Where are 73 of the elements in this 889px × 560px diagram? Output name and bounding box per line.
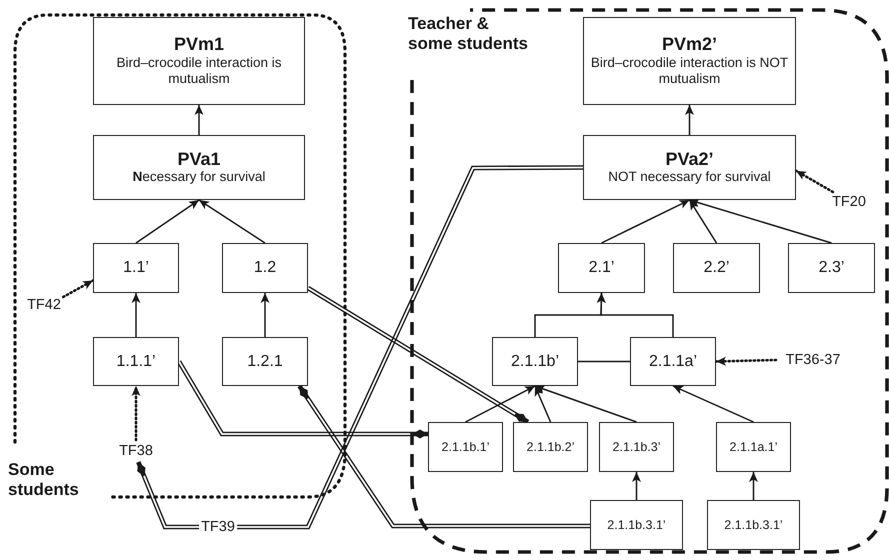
concept-box — [93, 17, 305, 105]
annotation-label: TF42 — [20, 295, 68, 315]
node-label: 1.2 — [254, 259, 276, 277]
arrow — [749, 472, 758, 500]
concept-box — [599, 422, 674, 472]
annotation-label: TF20 — [826, 192, 872, 212]
arrow — [688, 200, 718, 244]
double-line-connector — [306, 286, 530, 424]
node-label: 1.1’ — [123, 259, 149, 277]
node-label: 2.1.1b.3.1’ — [724, 518, 783, 532]
concept-box — [583, 135, 796, 200]
node-label: 2.1.1b.3.1’ — [607, 518, 666, 532]
node-label: 1.1.1’ — [116, 352, 156, 370]
arrow — [198, 199, 266, 244]
arrow — [465, 385, 536, 423]
concept-box — [558, 243, 645, 293]
node-label: 2.2’ — [704, 259, 730, 277]
concept-box — [513, 422, 588, 472]
concept-box — [93, 135, 305, 200]
node-label: 2.1.1b.3’ — [612, 440, 660, 454]
concept-box — [222, 243, 308, 293]
box-title: PVm2’ — [662, 34, 718, 55]
node-label: 2.1.1b.1’ — [442, 440, 490, 454]
concept-box — [707, 500, 800, 550]
connector-line — [578, 360, 630, 362]
node-label: 2.1.1b’ — [510, 352, 560, 370]
box-title: PVm1 — [174, 34, 224, 55]
concept-box — [630, 337, 716, 386]
annotation-label: TF36-37 — [776, 350, 850, 370]
arrow — [632, 472, 641, 500]
dotted-arrow — [714, 356, 778, 366]
node-label: 2.1.1a.1’ — [730, 440, 778, 454]
arrow — [596, 292, 674, 337]
node-label: 1.2.1 — [247, 352, 283, 370]
concept-box — [222, 337, 308, 386]
dotted-arrow — [794, 169, 834, 194]
arrow — [194, 105, 204, 135]
arrow — [601, 199, 690, 244]
node-label: 2.1.1a’ — [648, 352, 698, 370]
group-region — [8, 12, 346, 502]
arrow — [534, 385, 637, 423]
dotted-arrow — [62, 279, 94, 298]
arrow — [260, 293, 270, 337]
double-line-connector — [297, 384, 590, 528]
box-title: PVa2’ — [665, 150, 714, 170]
double-line-connector — [136, 165, 584, 530]
arrow — [689, 198, 832, 244]
box-title: PVa1 — [177, 150, 221, 170]
arrow — [685, 105, 694, 135]
node-label: 2.1’ — [588, 259, 614, 277]
concept-box — [716, 422, 791, 472]
concept-box — [583, 17, 796, 105]
arrow — [132, 293, 140, 337]
concept-box — [590, 500, 683, 550]
arrow — [534, 386, 552, 422]
box-description: NOT necessary for survival — [607, 169, 772, 186]
annotation-label: TF38 — [113, 440, 159, 462]
dotted-arrow — [132, 384, 140, 442]
arrow — [672, 385, 754, 423]
concept-box — [428, 422, 503, 472]
box-description: Bird–crocodile interaction is mutualism — [115, 54, 283, 88]
node-label: 2.3’ — [818, 259, 844, 277]
box-description: Bird–crocodile interaction is NOT mutualism — [590, 54, 790, 88]
concept-box — [93, 337, 179, 386]
concept-box — [492, 337, 578, 386]
group-region — [406, 8, 889, 554]
arrow — [136, 199, 200, 244]
node-label: 2.1.1b.2’ — [526, 440, 574, 454]
concept-box — [788, 243, 875, 293]
concept-box — [93, 243, 179, 293]
box-description: Necessary for survival — [132, 169, 266, 186]
double-line-connector — [177, 360, 428, 438]
concept-box — [673, 243, 760, 293]
